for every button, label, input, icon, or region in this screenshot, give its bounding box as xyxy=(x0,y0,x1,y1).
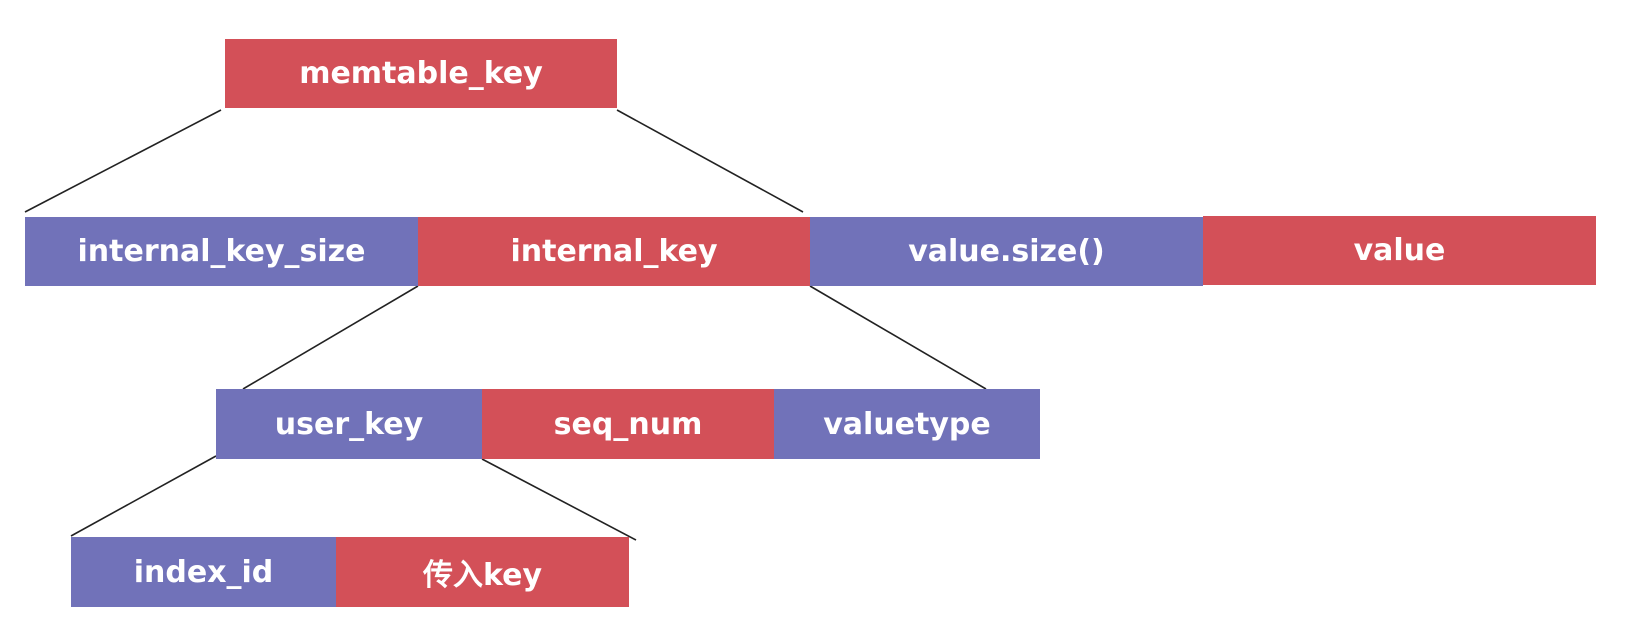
connector-user-key-right xyxy=(481,458,637,541)
memtable-key-box: memtable_key xyxy=(225,39,617,108)
value-size-box: value.size() xyxy=(810,217,1203,286)
input-key-box: 传入key xyxy=(336,537,629,607)
internal-key-box: internal_key xyxy=(418,217,810,286)
connector-internal-key-left xyxy=(242,285,419,390)
user-key-box: user_key xyxy=(216,389,482,459)
value-box: value xyxy=(1203,216,1596,285)
seq-num-box: seq_num xyxy=(482,389,774,459)
internal-key-size-box: internal_key_size xyxy=(25,217,418,286)
index-id-box: index_id xyxy=(71,537,336,607)
connector-internal-key-right xyxy=(809,285,987,390)
valuetype-box: valuetype xyxy=(774,389,1040,459)
connector-memtable-left xyxy=(24,109,222,213)
connector-user-key-left xyxy=(70,455,217,537)
connector-memtable-right xyxy=(616,109,804,213)
